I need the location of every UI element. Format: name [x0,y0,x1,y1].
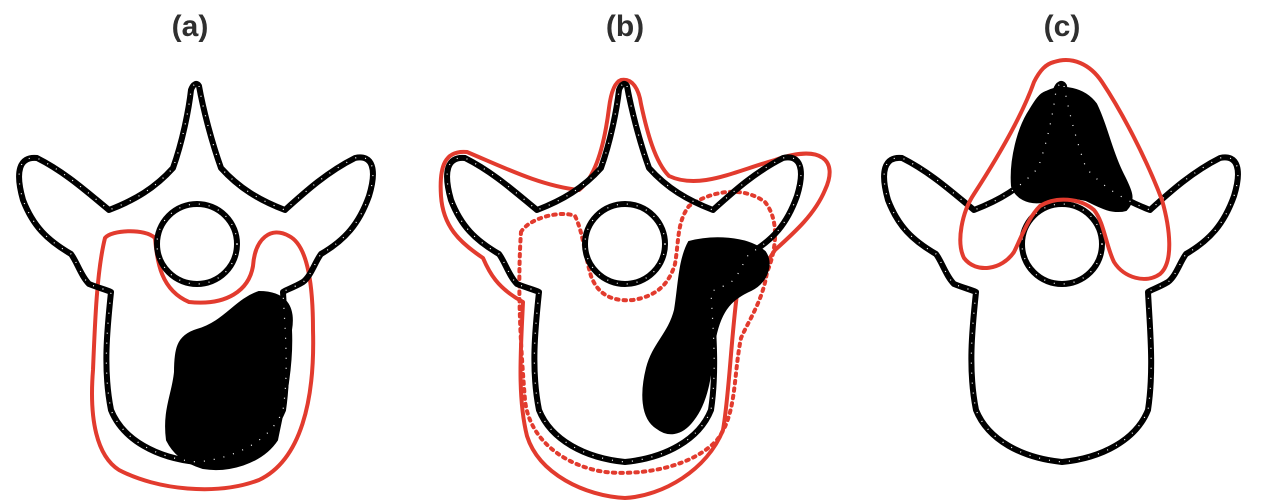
panel-b [441,80,830,498]
tumor-b [643,238,768,433]
spinal-canal-b [585,204,665,284]
dotted-margin-b [519,192,775,473]
panel-a [19,84,373,489]
panel-c [884,60,1238,462]
resection-outline-b [441,80,830,498]
tumor-a [166,292,292,469]
spinal-canal-a [157,204,237,284]
